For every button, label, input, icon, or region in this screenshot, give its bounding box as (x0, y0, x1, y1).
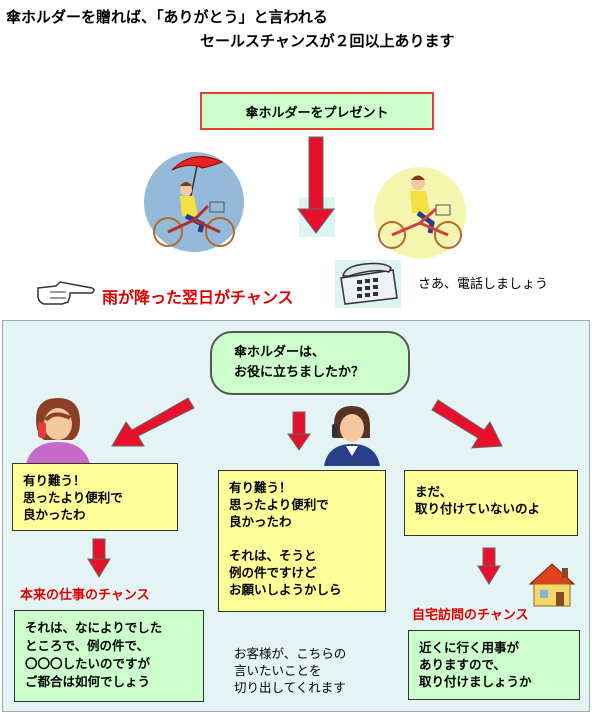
center-reply-line: お願いしようかしら (229, 582, 342, 597)
chance-headline: 雨が降った翌日がチャンス (102, 288, 294, 307)
right-reply-line: まだ、 (415, 484, 453, 499)
question-line-2: お役に立ちましたか？ (234, 365, 365, 380)
telephone-icon (335, 260, 401, 308)
center-note-line: お客様が、こちらの (234, 646, 347, 661)
center-reply-line: それは、そうと (229, 548, 317, 563)
woman-on-phone-left-illustration (26, 398, 90, 464)
sunny-cyclist-illustration (374, 167, 466, 259)
center-reply-spacer (229, 530, 375, 547)
arrow-center-down (287, 411, 311, 451)
right-followup-line: ありますので、 (419, 657, 507, 672)
woman-on-phone-center-illustration (324, 406, 380, 466)
down-arrow-top (297, 136, 335, 237)
right-chance-label: 自宅訪問のチャンス (412, 608, 529, 623)
question-bubble: 傘ホルダーは、 お役に立ちましたか？ (210, 331, 410, 395)
arrow-right-diagonal (431, 399, 503, 449)
center-note-line: 切り出してくれます (234, 680, 346, 695)
left-followup-box: それは、なによりでした ところで、例の件で、 〇〇〇したいのですが ご都合は如何… (14, 610, 204, 702)
headline-line-2: セールスチャンスが２回以上あります (200, 32, 455, 50)
center-reply-line: 思ったより便利で (229, 497, 329, 512)
arrow-left-down (87, 538, 111, 578)
right-reply-box: まだ、 取り付けていないのよ (404, 470, 578, 536)
right-followup-line: 近くに行く用事が (419, 640, 520, 655)
arrow-left-diagonal (111, 397, 195, 447)
pointing-hand-icon (37, 281, 95, 305)
right-reply-line: 取り付けていないのよ (415, 501, 541, 516)
left-followup-line: 〇〇〇したいのですが (25, 656, 151, 671)
center-note-line: 言いたいことを (234, 663, 322, 678)
question-line-1: 傘ホルダーは、 (234, 345, 326, 360)
call-prompt: さあ、電話しましょう (418, 277, 549, 292)
left-reply-line: 思ったより便利で (23, 490, 123, 505)
center-note: お客様が、こちらの 言いたいことを 切り出してくれます (234, 645, 346, 696)
headline-line-1: 傘ホルダーを贈れば、「ありがとう」と言われる (6, 8, 328, 26)
left-reply-box: 有り難う！ 思ったより便利で 良かったわ (12, 463, 178, 531)
rainy-cyclist-illustration (144, 152, 244, 252)
house-icon (528, 563, 576, 607)
left-followup-line: それは、なによりでした (25, 620, 163, 635)
right-followup-box: 近くに行く用事が ありますので、 取り付けましょうか (408, 630, 580, 700)
right-followup-line: 取り付けましょうか (419, 674, 532, 689)
arrow-right-down (477, 547, 501, 585)
center-reply-box: 有り難う！ 思ったより便利で 良かったわ それは、そうと 例の件ですけど お願い… (218, 470, 386, 612)
center-reply-line: 良かったわ (229, 514, 292, 529)
left-reply-line: 有り難う！ (23, 473, 86, 488)
center-reply-line: 例の件ですけど (229, 565, 317, 580)
left-followup-line: ご都合は如何でしょう (25, 674, 151, 689)
left-followup-line: ところで、例の件で、 (25, 638, 150, 653)
center-reply-line: 有り難う！ (229, 480, 292, 495)
present-box: 傘ホルダーをプレゼント (200, 92, 434, 130)
left-chance-label: 本来の仕事のチャンス (20, 588, 150, 603)
left-reply-line: 良かったわ (23, 507, 86, 522)
